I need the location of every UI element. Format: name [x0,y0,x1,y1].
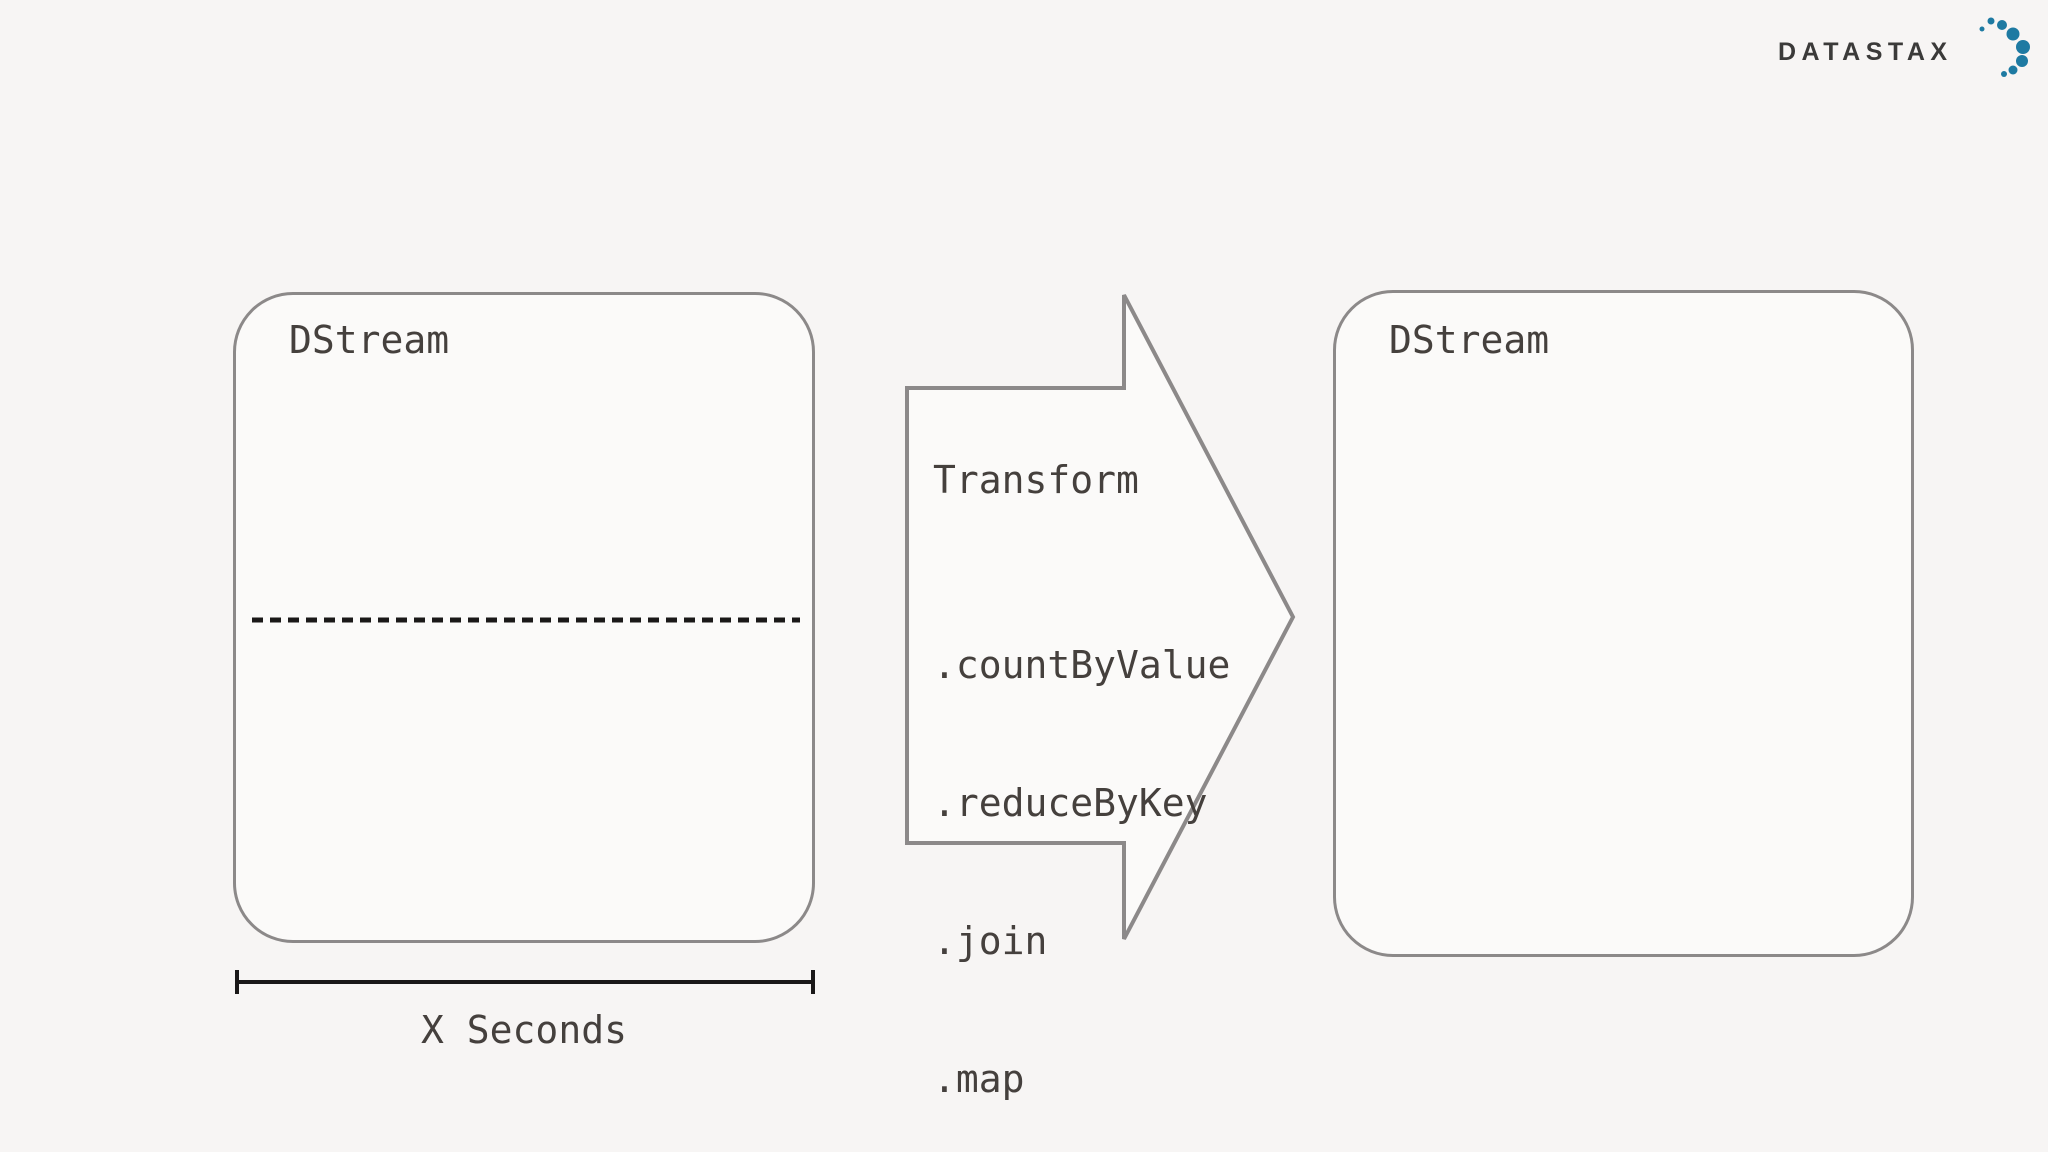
x-seconds-ruler [235,970,815,994]
dstream-output-label: DStream [1389,318,1550,362]
transform-method: .reduceByKey [933,781,1208,825]
datastax-logo: DATASTAX [1778,17,2048,96]
dstream-input-box [233,292,815,943]
transform-method: .countByValue [933,643,1231,687]
x-seconds-label: X Seconds [421,1008,627,1052]
datastax-brand-text: DATASTAX [1778,38,1953,66]
dstream-input-label: DStream [289,318,450,362]
transform-methods: .countByValue .reduceByKey .join .map [933,550,1230,1152]
transform-method: .join [933,919,1048,963]
transform-title: Transform [933,458,1139,502]
transform-method: .map [933,1057,1025,1101]
dstream-output-box [1333,290,1914,957]
datastax-dots-icon [1979,17,2030,77]
